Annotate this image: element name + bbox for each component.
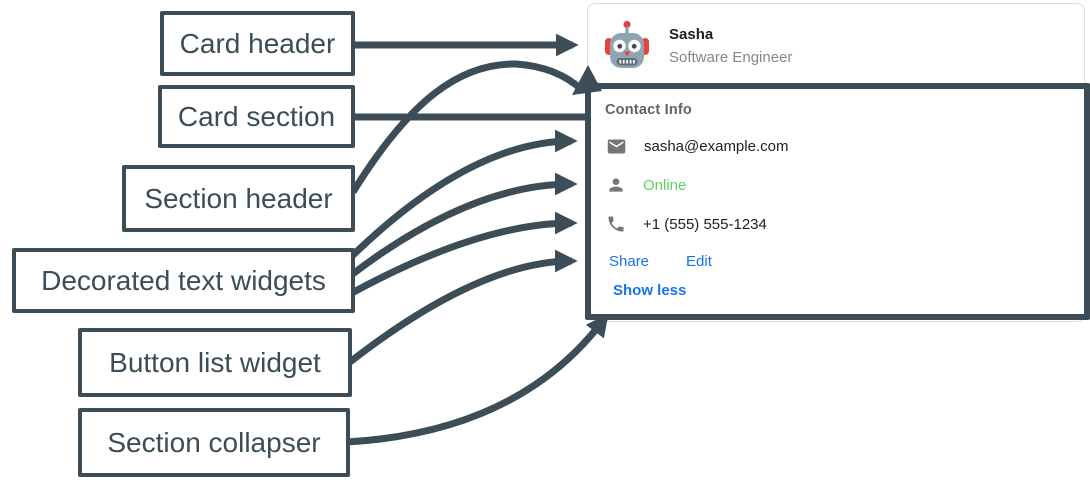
label-section-header: Section header: [122, 165, 355, 232]
phone-text: +1 (555) 555-1234: [643, 215, 767, 233]
phone-icon: [608, 216, 624, 232]
label-button-list-widget: Button list widget: [78, 328, 352, 397]
email-text: sasha@example.com: [644, 137, 789, 155]
contact-name: Sasha: [669, 26, 714, 43]
edit-button[interactable]: Edit: [686, 253, 712, 270]
arrow-button-list: [347, 249, 578, 365]
label-decorated-text-widgets: Decorated text widgets: [12, 248, 355, 313]
section-header-title: Contact Info: [605, 102, 692, 118]
phone-row: +1 (555) 555-1234: [606, 212, 767, 236]
email-icon: [607, 139, 626, 153]
person-icon: [609, 178, 623, 192]
arrow-decorated-text-2: [347, 172, 578, 279]
share-button[interactable]: Share: [609, 253, 650, 270]
status-row: Online: [606, 173, 686, 197]
arrow-decorated-text-3: [348, 211, 578, 298]
profile-card: Sasha Software Engineer Contact Info sas…: [587, 3, 1085, 322]
robot-avatar-icon: [605, 20, 649, 68]
label-section-collapser: Section collapser: [78, 408, 350, 477]
email-row: sasha@example.com: [606, 134, 788, 158]
button-list: Share Edit: [609, 253, 712, 270]
arrow-section-header: [350, 60, 585, 194]
label-card-header: Card header: [160, 11, 355, 76]
arrow-decorated-text-1: [347, 129, 578, 261]
label-card-section: Card section: [158, 85, 355, 148]
arrow-section-collapser: [346, 313, 609, 446]
status-text: Online: [643, 176, 687, 194]
show-less-button[interactable]: Show less: [613, 282, 687, 299]
contact-role: Software Engineer: [669, 49, 793, 66]
